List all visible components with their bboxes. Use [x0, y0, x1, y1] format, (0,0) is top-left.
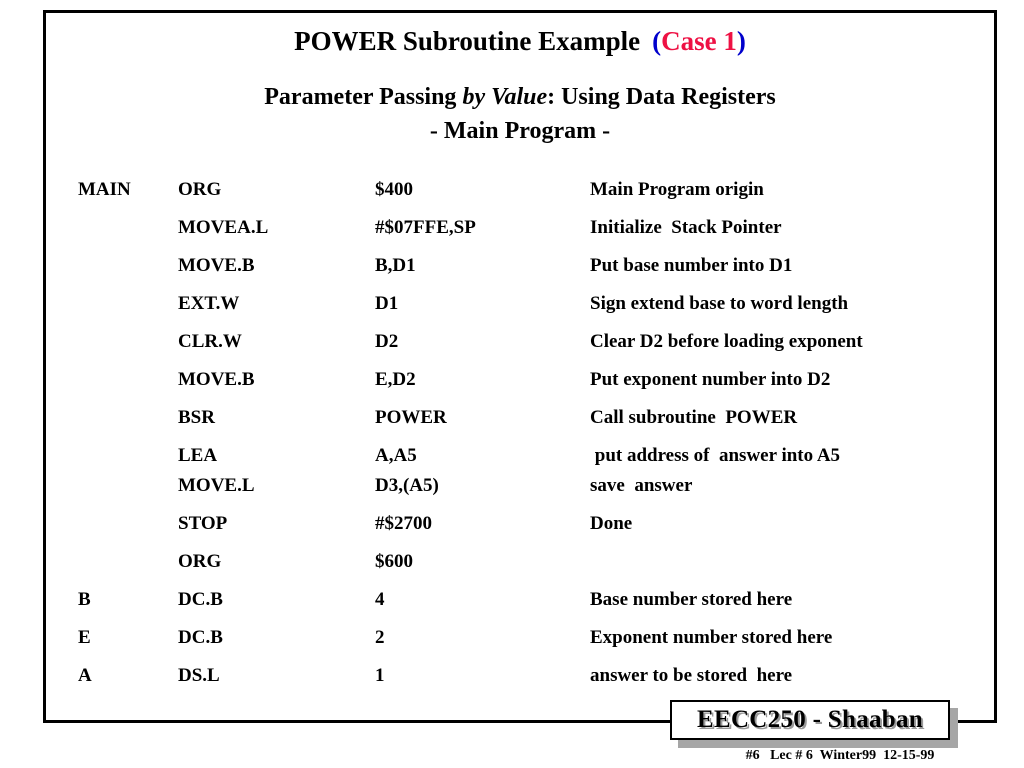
subtitle-block: Parameter Passing by Value: Using Data R…	[43, 82, 997, 147]
code-comment: answer to be stored here	[590, 665, 793, 686]
code-row: EXT.W D1 Sign extend base to word length	[78, 294, 978, 332]
footer-badge-label: EECC250 - Shaaban	[697, 706, 923, 733]
code-row: MOVE.B E,D2 Put exponent number into D2	[78, 370, 978, 408]
code-comment: Done	[590, 513, 633, 534]
code-mnemonic: STOP	[178, 513, 228, 534]
title-case-label: Case 1	[661, 26, 737, 56]
subtitle-prefix: Parameter Passing	[264, 84, 463, 110]
title-block: POWER Subroutine Example (Case 1)	[43, 24, 997, 58]
code-mnemonic: MOVE.B	[178, 369, 255, 390]
code-comment: Sign extend base to word length	[590, 293, 849, 314]
code-comment: save answer	[590, 475, 693, 496]
code-label: MAIN	[78, 179, 131, 200]
code-operand: 4	[375, 589, 385, 610]
code-label: A	[78, 665, 92, 686]
code-row: MOVE.L D3,(A5) save answer	[78, 476, 978, 514]
code-row: CLR.W D2 Clear D2 before loading exponent	[78, 332, 978, 370]
code-comment: Clear D2 before loading exponent	[590, 331, 863, 352]
title-paren-close: )	[736, 26, 746, 56]
code-operand: 1	[375, 665, 385, 686]
subtitle-suffix: : Using Data Registers	[547, 84, 776, 110]
code-mnemonic: MOVEA.L	[178, 217, 269, 238]
code-row: BSR POWER Call subroutine POWER	[78, 408, 978, 446]
code-comment: Put exponent number into D2	[590, 369, 831, 390]
code-label: B	[78, 589, 91, 610]
code-comment: Put base number into D1	[590, 255, 793, 276]
code-row: LEA A,A5 put address of answer into A5	[78, 446, 978, 476]
code-operand: D3,(A5)	[375, 475, 439, 496]
footer-meta-text: #6 Lec # 6 Winter99 12-15-99	[745, 748, 935, 763]
code-operand: D2	[375, 331, 399, 352]
code-label: E	[78, 627, 91, 648]
code-comment: Initialize Stack Pointer	[590, 217, 782, 238]
code-mnemonic: ORG	[178, 179, 222, 200]
code-mnemonic: CLR.W	[178, 331, 242, 352]
code-row: MOVE.B B,D1 Put base number into D1	[78, 256, 978, 294]
code-row: E DC.B 2 Exponent number stored here	[78, 628, 978, 666]
slide-frame	[43, 10, 997, 723]
code-operand: #$07FFE,SP	[375, 217, 476, 238]
page-title-main: POWER Subroutine Example	[294, 26, 641, 56]
code-row: MOVEA.L #$07FFE,SP Initialize Stack Pointe…	[78, 218, 978, 256]
code-mnemonic: LEA	[178, 445, 218, 466]
code-mnemonic: MOVE.B	[178, 255, 255, 276]
code-operand: POWER	[375, 407, 447, 428]
footer-badge: EECC250 - Shaaban	[670, 700, 950, 740]
code-operand: A,A5	[375, 445, 417, 466]
code-mnemonic: ORG	[178, 551, 222, 572]
code-operand: E,D2	[375, 369, 416, 390]
code-row: B DC.B 4 Base number stored here	[78, 590, 978, 628]
code-row: A DS.L 1 answer to be stored here	[78, 666, 978, 704]
code-mnemonic: EXT.W	[178, 293, 240, 314]
code-mnemonic: BSR	[178, 407, 215, 428]
code-operand: $400	[375, 179, 413, 200]
code-operand: 2	[375, 627, 385, 648]
code-mnemonic: DS.L	[178, 665, 220, 686]
code-row: ORG $600	[78, 552, 978, 590]
subtitle-emphasis: by Value	[462, 84, 548, 110]
code-comment: put address of answer into A5	[590, 445, 841, 466]
code-comment: Base number stored here	[590, 589, 793, 610]
code-mnemonic: DC.B	[178, 627, 223, 648]
code-operand: B,D1	[375, 255, 416, 276]
code-comment: Exponent number stored here	[590, 627, 833, 648]
code-comment: Main Program origin	[590, 179, 764, 200]
code-comment: Call subroutine POWER	[590, 407, 798, 428]
code-mnemonic: DC.B	[178, 589, 223, 610]
code-operand: D1	[375, 293, 399, 314]
code-row: MAIN ORG $400 Main Program origin	[78, 180, 978, 218]
subtitle-line-2: - Main Program -	[429, 118, 611, 144]
code-row: STOP #$2700 Done	[78, 514, 978, 552]
code-operand: #$2700	[375, 513, 432, 534]
subtitle-line-1: Parameter Passing by Value: Using Data R…	[43, 82, 997, 113]
code-operand: $600	[375, 551, 413, 572]
code-mnemonic: MOVE.L	[178, 475, 255, 496]
page-title: POWER Subroutine Example (Case 1)	[43, 24, 997, 58]
title-paren-open: (	[652, 26, 662, 56]
